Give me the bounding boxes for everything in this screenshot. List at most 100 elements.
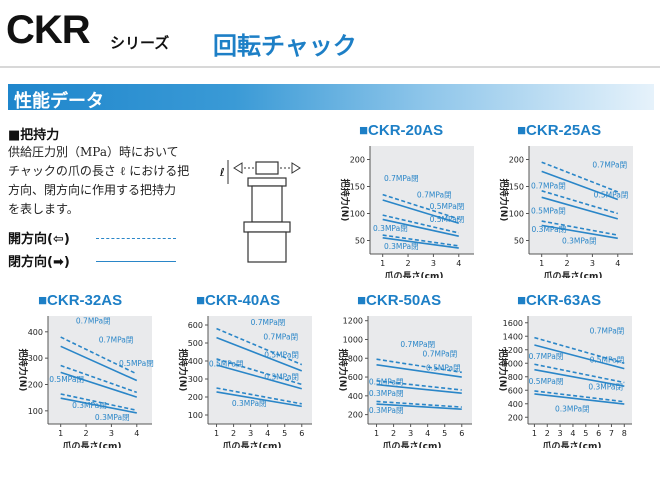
x-tick-label: 3 bbox=[248, 429, 253, 438]
series-line bbox=[541, 170, 619, 201]
chuck-body bbox=[251, 185, 283, 223]
series-line bbox=[382, 199, 460, 224]
series-data-label: 0.5MPa閉 bbox=[264, 350, 299, 359]
chuck-diagram: ℓ bbox=[219, 160, 301, 263]
x-tick-label: 3 bbox=[590, 259, 595, 268]
y-tick-label: 150 bbox=[350, 183, 365, 192]
x-tick-label: 5 bbox=[583, 429, 588, 438]
series-line bbox=[534, 336, 625, 365]
y-tick-label: 200 bbox=[350, 156, 365, 165]
series-line bbox=[376, 358, 462, 374]
x-tick-label: 3 bbox=[408, 429, 413, 438]
x-axis-label: 爪の長さ(cm) bbox=[63, 441, 122, 448]
y-tick-label: 1200 bbox=[503, 346, 523, 355]
close-arrow-icon bbox=[291, 162, 301, 174]
length-symbol: ℓ bbox=[219, 166, 225, 179]
x-axis-label: 爪の長さ(cm) bbox=[223, 441, 282, 448]
y-tick-label: 100 bbox=[28, 407, 43, 416]
y-tick-label: 500 bbox=[188, 339, 203, 348]
legend-open-label: 開方向(⇦) bbox=[8, 232, 70, 247]
series-data-label: 0.5MPa閉 bbox=[369, 378, 404, 387]
chart-title-ckr-40as: ■CKR-40AS bbox=[196, 292, 281, 309]
x-tick-label: 1 bbox=[532, 429, 537, 438]
series-data-label: 0.3MPa閉 bbox=[555, 405, 590, 414]
series-line bbox=[382, 218, 459, 237]
series-suffix: シリーズ bbox=[110, 34, 170, 52]
x-tick-label: 4 bbox=[265, 429, 270, 438]
x-tick-label: 2 bbox=[84, 429, 89, 438]
plot-area bbox=[529, 146, 633, 254]
series-data-label: 0.3MPa閉 bbox=[373, 224, 408, 233]
series-data-label: 0.7MPa閉 bbox=[590, 327, 625, 336]
x-tick-label: 8 bbox=[622, 429, 627, 438]
y-tick-label: 800 bbox=[348, 354, 363, 363]
series-data-label: 0.7MPa閉 bbox=[417, 190, 452, 199]
series-line bbox=[60, 345, 138, 382]
series-data-label: 0.5MPa閉 bbox=[426, 363, 461, 372]
series-data-label: 0.3MPa閉 bbox=[72, 401, 107, 410]
x-tick-label: 6 bbox=[459, 429, 464, 438]
series-line bbox=[216, 358, 303, 386]
y-tick-label: 200 bbox=[509, 156, 524, 165]
x-axis-label: 爪の長さ(cm) bbox=[543, 441, 602, 448]
series-data-label: 0.3MPa閉 bbox=[384, 242, 419, 251]
y-tick-label: 400 bbox=[348, 392, 363, 401]
x-tick-label: 6 bbox=[596, 429, 601, 438]
series-line bbox=[216, 336, 303, 372]
series-data-label: 0.5MPa閉 bbox=[590, 356, 625, 365]
chart-title-ckr-25as: ■CKR-25AS bbox=[517, 122, 602, 139]
x-tick-label: 5 bbox=[282, 429, 287, 438]
series-data-label: 0.7MPa閉 bbox=[400, 340, 435, 349]
plot-area bbox=[208, 316, 312, 424]
y-tick-label: 150 bbox=[509, 183, 524, 192]
series-line bbox=[60, 371, 138, 398]
y-tick-label: 100 bbox=[350, 210, 365, 219]
y-axis-label: 把持力(N) bbox=[177, 349, 189, 392]
x-tick-label: 5 bbox=[442, 429, 447, 438]
x-tick-label: 2 bbox=[391, 429, 396, 438]
chart-title-ckr-63as: ■CKR-63AS bbox=[517, 292, 602, 309]
x-tick-label: 4 bbox=[570, 429, 575, 438]
x-tick-label: 3 bbox=[558, 429, 563, 438]
y-tick-label: 400 bbox=[188, 357, 203, 366]
x-axis-label: 爪の長さ(cm) bbox=[383, 441, 442, 448]
series-data-label: 0.7MPa閉 bbox=[529, 352, 564, 361]
series-data-label: 0.7MPa閉 bbox=[592, 161, 627, 170]
y-axis-label: 把持力(N) bbox=[17, 349, 29, 392]
y-tick-label: 400 bbox=[508, 400, 523, 409]
series-data-label: 0.5MPa閉 bbox=[529, 377, 564, 386]
y-tick-label: 200 bbox=[508, 413, 523, 422]
series-data-label: 0.7MPa閉 bbox=[99, 335, 134, 344]
series-line bbox=[382, 214, 459, 234]
series-data-label: 0.3MPa閉 bbox=[369, 406, 404, 415]
x-tick-label: 1 bbox=[58, 429, 63, 438]
series-line bbox=[60, 336, 138, 375]
y-tick-label: 200 bbox=[188, 393, 203, 402]
x-axis-label: 爪の長さ(cm) bbox=[544, 271, 603, 278]
x-axis-label: 爪の長さ(cm) bbox=[385, 271, 444, 278]
legend-close-line bbox=[96, 261, 176, 262]
series-data-label: 0.3MPa閉 bbox=[588, 383, 623, 392]
y-tick-label: 50 bbox=[355, 237, 365, 246]
x-tick-label: 3 bbox=[109, 429, 114, 438]
y-tick-label: 1600 bbox=[503, 319, 523, 328]
series-line bbox=[376, 380, 462, 391]
series-data-label: 0.7MPa閉 bbox=[423, 349, 458, 358]
y-tick-label: 300 bbox=[28, 354, 43, 363]
y-axis-label: 把持力(N) bbox=[337, 349, 349, 392]
chart-title-ckr-50as: ■CKR-50AS bbox=[357, 292, 442, 309]
x-tick-label: 1 bbox=[374, 429, 379, 438]
y-tick-label: 600 bbox=[508, 386, 523, 395]
series-data-label: 0.3MPa閉 bbox=[264, 372, 299, 381]
series-data-label: 0.7MPa閉 bbox=[531, 182, 566, 191]
chuck-base bbox=[247, 231, 287, 263]
open-arrow-icon bbox=[233, 162, 243, 174]
y-tick-label: 800 bbox=[508, 373, 523, 382]
gripping-force-description: 供給圧力別（MPa）時において チャックの爪の長さ ℓ における把 方向、閉方向… bbox=[8, 145, 190, 216]
series-line bbox=[534, 363, 625, 384]
